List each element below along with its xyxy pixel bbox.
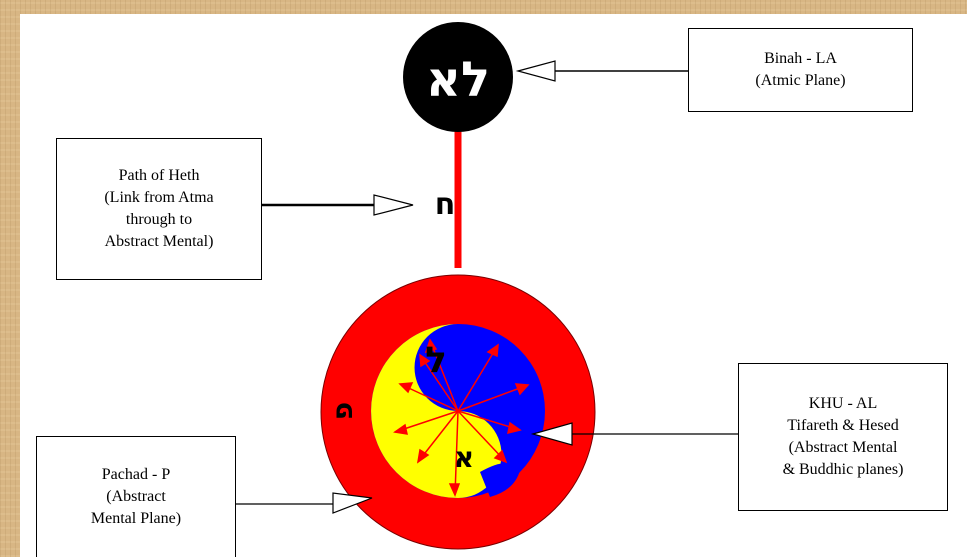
pachad-label-line2: (Abstract — [106, 486, 166, 508]
aleph-glyph: א — [454, 441, 474, 474]
heth-label-line4: Abstract Mental) — [105, 231, 214, 253]
pachad-label-box: Pachad - P (Abstract Mental Plane) — [36, 436, 236, 557]
heth-label-line2: (Link from Atma — [104, 187, 213, 209]
khu-label-line1: KHU - AL — [809, 393, 877, 415]
heth-label-line3: through to — [126, 209, 192, 231]
heth-label-box: Path of Heth (Link from Atma through to … — [56, 138, 262, 280]
pachad-label-line1: Pachad - P — [102, 464, 170, 486]
binah-label-title: Binah - LA — [764, 48, 837, 70]
khu-label-line4: & Buddhic planes) — [783, 459, 904, 481]
pachad-label-line3: Mental Plane) — [91, 508, 181, 530]
khu-label-line2: Tifareth & Hesed — [787, 415, 898, 437]
heth-label-line1: Path of Heth — [119, 165, 200, 187]
khu-label-box: KHU - AL Tifareth & Hesed (Abstract Ment… — [738, 363, 948, 511]
binah-arrowhead — [518, 61, 555, 81]
heth-glyph: ח — [435, 187, 456, 222]
lamed-glyph: ל — [425, 340, 447, 381]
binah-glyph: לא — [426, 52, 490, 108]
peh-glyph: פ — [326, 402, 359, 420]
binah-label-box: Binah - LA (Atmic Plane) — [688, 28, 913, 112]
binah-label-subtitle: (Atmic Plane) — [755, 70, 845, 92]
khu-label-line3: (Abstract Mental — [789, 437, 898, 459]
heth-arrowhead — [374, 195, 413, 215]
